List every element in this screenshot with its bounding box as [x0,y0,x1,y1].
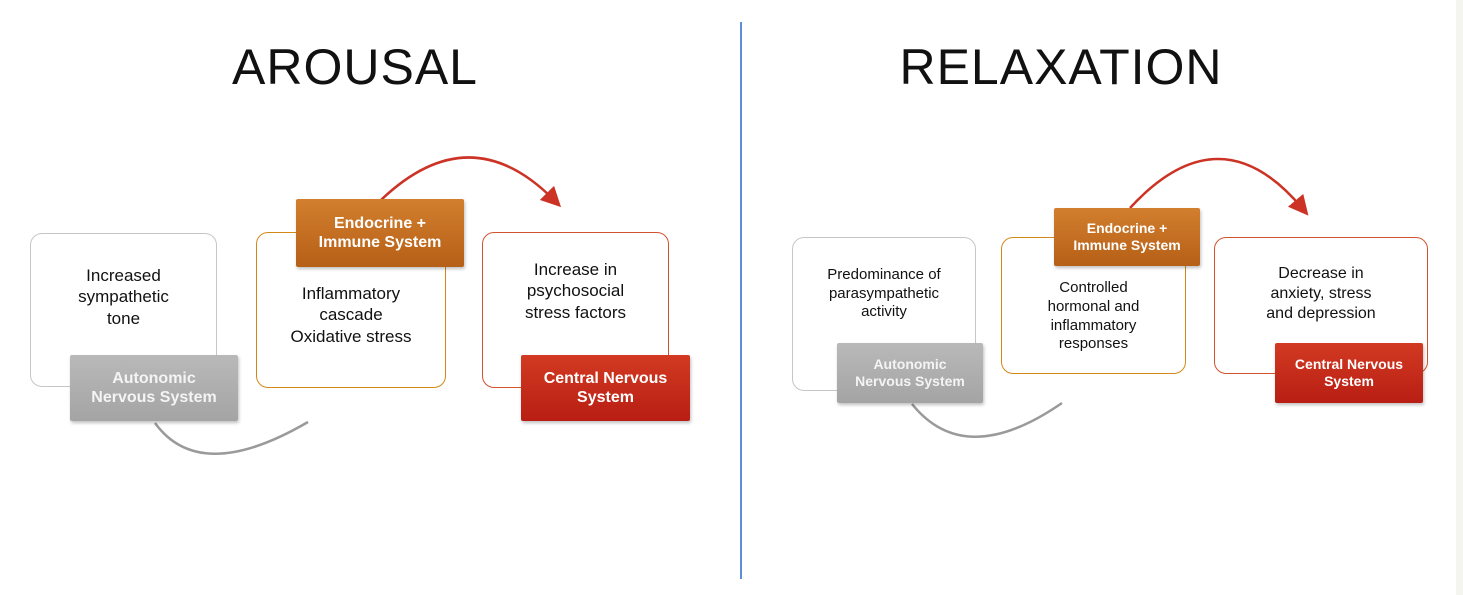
relaxation-cns-tag: Central Nervous System [1275,343,1423,403]
right-edge-strip [1456,0,1463,595]
arousal-ans-tag: Autonomic Nervous System [70,355,238,421]
relaxation-endo-text: Controlled hormonal and inflammatory res… [1047,279,1140,353]
arousal-ans-text: Increased sympathetic tone [78,266,169,328]
relaxation-endo-tag: Endocrine + Immune System [1054,208,1200,266]
arousal-endo-tag: Endocrine + Immune System [296,199,464,267]
relaxation-cns-text: Decrease in anxiety, stress and depressi… [1266,264,1376,322]
arousal-title: AROUSAL [232,39,478,95]
relaxation-panel: RELAXATION [742,0,1456,595]
relaxation-ans-text: Predominance of parasympathetic activity [827,265,941,321]
panel-divider [740,22,742,579]
relaxation-cns-tag-label: Central Nervous System [1294,356,1404,389]
relaxation-endo-tag-label: Endocrine + Immune System [1073,220,1181,253]
arousal-cns-text: Increase in psychosocial stress factors [524,260,627,322]
arousal-endo-text: Inflammatory cascade Oxidative stress [290,284,412,346]
arousal-endo-tag-label: Endocrine + Immune System [318,214,442,251]
arousal-ans-tag-label: Autonomic Nervous System [91,369,217,406]
relaxation-ans-tag: Autonomic Nervous System [837,343,983,403]
arousal-cns-tag-label: Central Nervous System [543,369,668,406]
relaxation-title: RELAXATION [899,39,1223,95]
arousal-panel: AROUSAL [232,39,478,95]
relaxation-ans-tag-label: Autonomic Nervous System [855,356,965,389]
arousal-cns-tag: Central Nervous System [521,355,690,421]
